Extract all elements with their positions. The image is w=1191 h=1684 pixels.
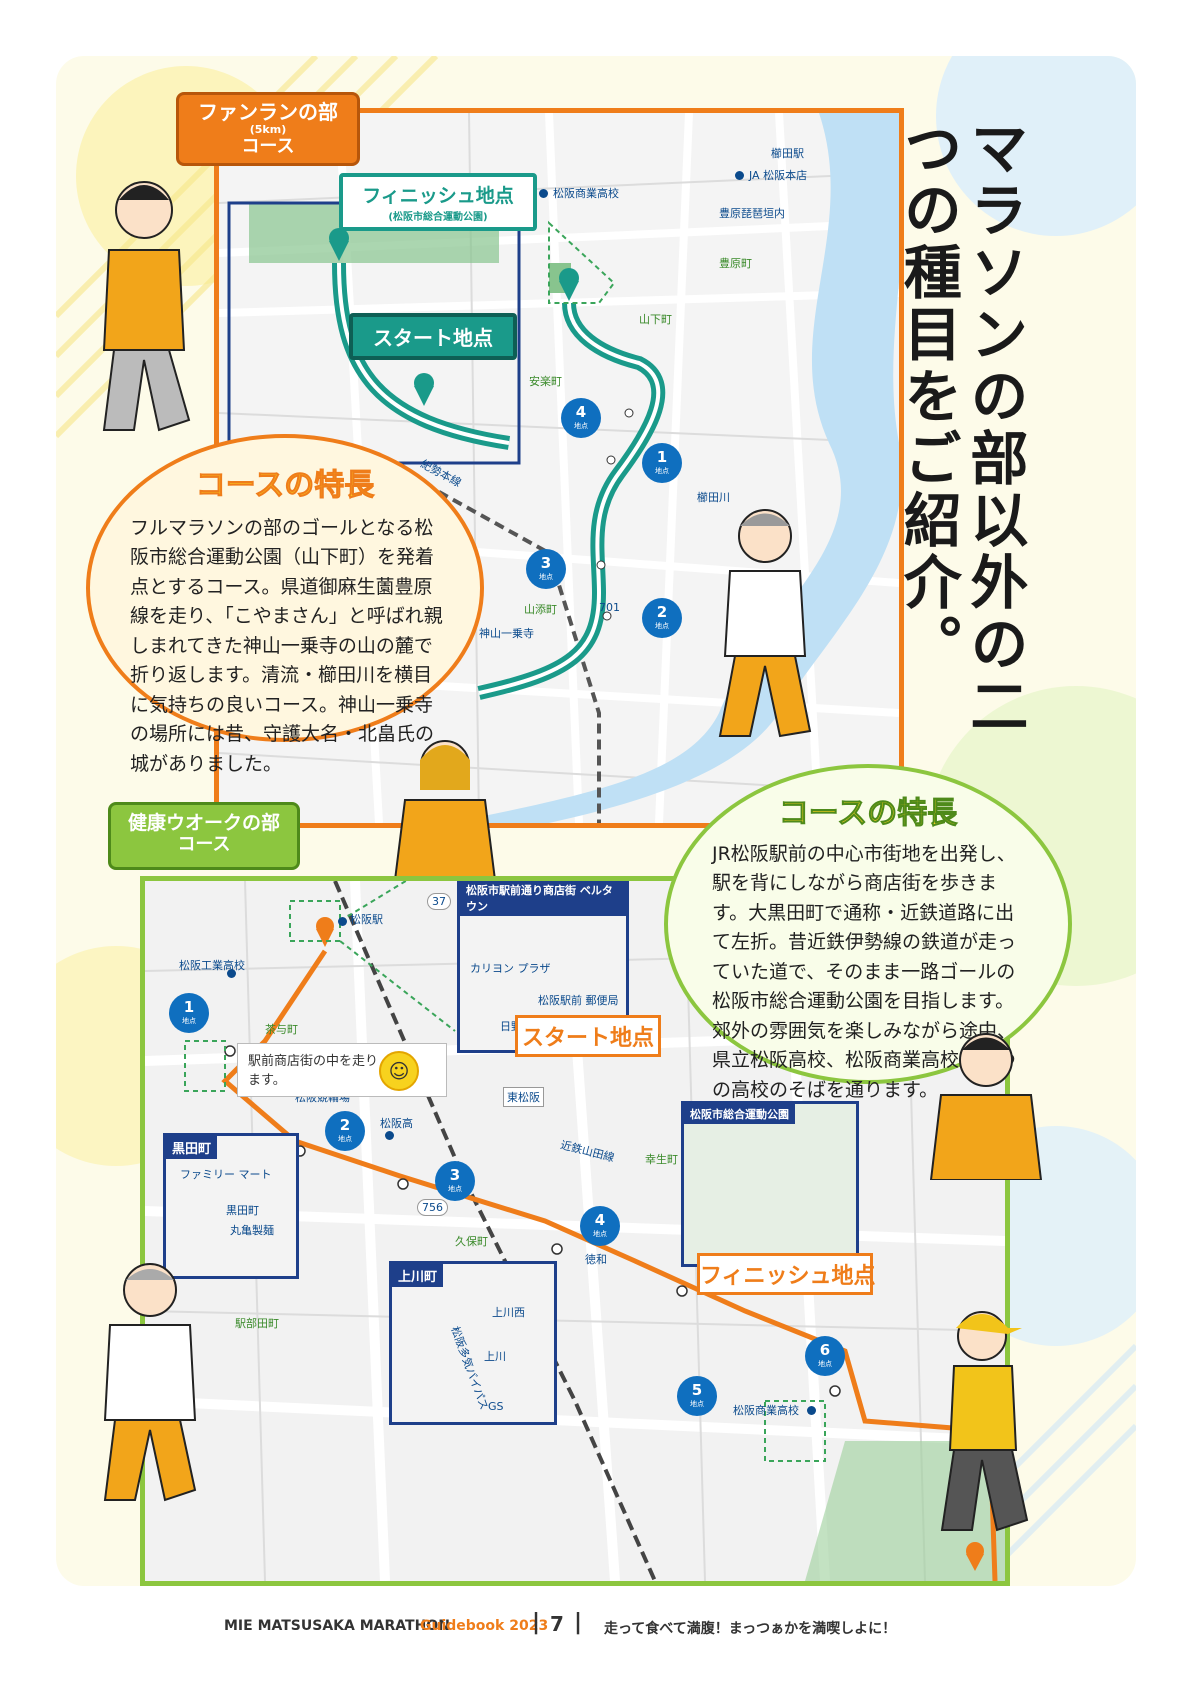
label-ekibeta: 駅部田町 <box>235 1317 279 1330</box>
inset-park: 松阪市総合運動公園 <box>681 1101 859 1267</box>
walk-start-tag: スタート地点 <box>515 1015 661 1057</box>
label-kuroda: 黒田町 <box>226 1204 259 1217</box>
walk-features-bubble: コースの特長 JR松阪駅前の中心市街地を出発し、駅を背にしながら商店街を歩きます… <box>664 764 1072 1101</box>
label-tokuwa: 徳和 <box>585 1253 607 1266</box>
label-kamikawa-w: 上川西 <box>492 1306 525 1319</box>
funrun-start-tag: スタート地点 <box>349 313 517 360</box>
elder-runner-illustration <box>103 1263 197 1502</box>
footer: MIE MATSUSAKA MARATHON Guidebook 2023 | … <box>0 1610 1191 1640</box>
walk-station-dot <box>338 917 347 926</box>
inset-kuroda: 黒田町 ファミリー マート 黒田町 丸亀製麺 <box>163 1133 299 1279</box>
inset-bell-title: 松阪市駅前通り商店街 ベルタウン <box>460 881 626 916</box>
label-route-37: 37 <box>427 893 451 910</box>
label-karion: カリヨン プラザ <box>470 962 551 975</box>
label-family: ファミリー マート <box>180 1168 272 1181</box>
pointing-man-illustration <box>929 1033 1043 1180</box>
label-matsusaka-shogyo: 松阪商業高校 <box>553 187 619 200</box>
walk-finish-tag: フィニッシュ地点 <box>697 1253 876 1295</box>
label-kushida-station: 櫛田駅 <box>771 147 804 160</box>
label-kogyo: 松阪工業高校 <box>179 959 245 972</box>
footer-divider-right: | <box>574 1610 583 1635</box>
walk-banner: 健康ウオークの部 コース <box>108 802 300 870</box>
label-higashi: 東松阪 <box>503 1087 544 1107</box>
label-kouyama: 神山一乗寺 <box>479 627 534 640</box>
label-gs: GS <box>488 1400 504 1413</box>
shogyo-dot <box>539 189 548 198</box>
page-title: マラソンの部以外の二つの種目をご紹介。 <box>893 118 1029 738</box>
walk-map: 松阪駅 37 松阪工業高校 茶与町 松阪競輪場 松阪高 東松阪 近鉄山田線 幸生… <box>140 876 1010 1586</box>
footer-divider-left: | <box>532 1610 541 1635</box>
label-matsusaka-high: 松阪高 <box>380 1117 413 1130</box>
walk-callout-text: 駅前商店街の中を走ります。 <box>248 1054 379 1088</box>
label-kubo: 久保町 <box>455 1235 488 1248</box>
inset-kuroda-title: 黒田町 <box>166 1136 218 1159</box>
funrun-banner: ファンランの部 (5km) コース <box>176 92 360 166</box>
label-toyohara: 豊原町 <box>719 257 752 270</box>
pointing-girl-illustration <box>393 740 497 880</box>
runner-illustration-2 <box>718 509 812 738</box>
shogyo-walk-dot <box>807 1406 816 1415</box>
label-kushida-river: 櫛田川 <box>697 491 730 504</box>
footer-slogan: 走って食べて満腹！まっつぁかを満喫しよに！ <box>604 1621 897 1637</box>
label-route-756: 756 <box>417 1199 448 1216</box>
label-post: 松阪駅前 郵便局 <box>538 994 619 1007</box>
label-shogyo: 松阪商業高校 <box>733 1404 799 1417</box>
inset-park-title: 松阪市総合運動公園 <box>684 1104 795 1124</box>
ja-dot <box>735 171 744 180</box>
walk-features-text: JR松阪駅前の中心市街地を出発し、駅を背にしながら商店街を歩きます。大黒田町で通… <box>712 843 1017 1101</box>
funrun-features-title: コースの特長 <box>195 468 375 504</box>
runner-illustration-1 <box>102 181 191 432</box>
label-ja: JA 松阪本店 <box>749 169 808 182</box>
smile-icon: ☺ <box>379 1051 419 1091</box>
funrun-finish-tag: フィニッシュ地点 (松阪市総合運動公園) <box>339 173 537 231</box>
kogyo-dot <box>227 969 236 978</box>
label-yamazoe: 山添町 <box>524 603 557 616</box>
footer-guidebook: Guidebook 2023 <box>420 1618 549 1634</box>
label-anraku: 安楽町 <box>529 375 562 388</box>
label-kosei: 幸生町 <box>645 1153 678 1166</box>
footer-page-number: 7 <box>550 1612 564 1636</box>
funrun-features-text: フルマラソンの部のゴールとなる松阪市総合運動公園（山下町）を発着点とするコース。… <box>130 517 443 775</box>
cap-runner-illustration <box>940 1311 1029 1532</box>
inset-kamikawa-title: 上川町 <box>392 1264 444 1287</box>
label-matsusaka-station: 松阪駅 <box>350 913 383 926</box>
footer-brand: MIE MATSUSAKA MARATHON <box>224 1618 450 1634</box>
high-dot <box>385 1131 394 1140</box>
label-yamashita: 山下町 <box>639 313 672 326</box>
funrun-features-bubble: コースの特長 フルマラソンの部のゴールとなる松阪市総合運動公園（山下町）を発着点… <box>86 434 484 775</box>
label-kamikawa: 上川 <box>484 1350 506 1363</box>
walk-features-title: コースの特長 <box>778 796 958 832</box>
label-toyohara-biwa: 豊原琵琶垣内 <box>719 207 785 220</box>
label-marugame: 丸亀製麺 <box>230 1224 274 1237</box>
inset-kamikawa: 上川町 上川西 上川 松阪多気バイパス GS <box>389 1261 557 1425</box>
label-bypass: 松阪多気バイパス <box>448 1324 491 1412</box>
label-chayo: 茶与町 <box>265 1023 298 1036</box>
label-route-701: 701 <box>599 601 620 614</box>
